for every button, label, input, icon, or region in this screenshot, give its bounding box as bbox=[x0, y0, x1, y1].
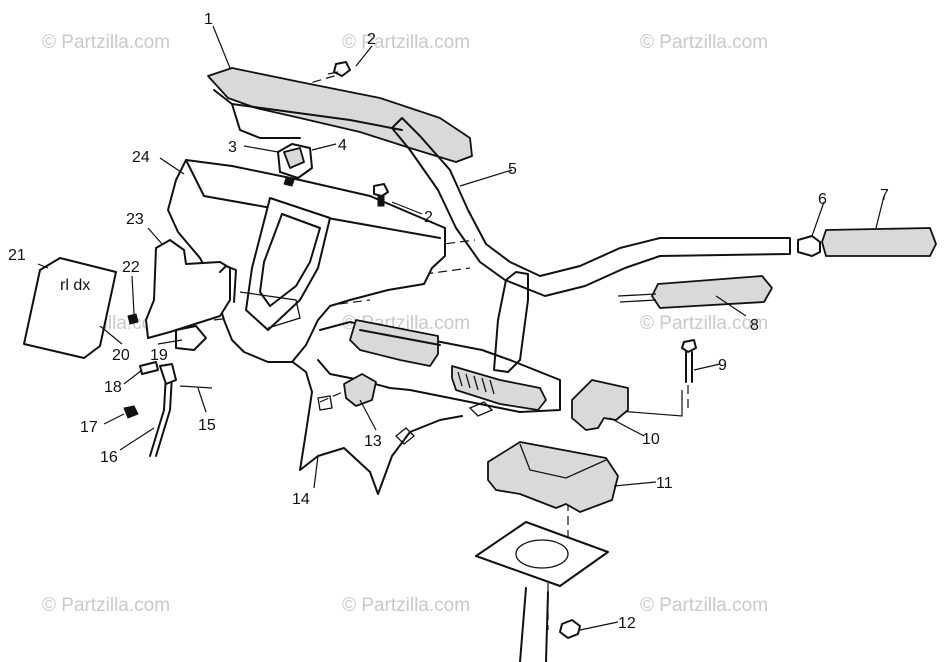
bracket-clip bbox=[175, 325, 207, 351]
callout-18: 18 bbox=[104, 379, 122, 396]
callout-21: 21 bbox=[8, 247, 26, 264]
callout-11: 11 bbox=[656, 475, 673, 492]
headlight-cover bbox=[207, 67, 473, 163]
callout-20: 20 bbox=[112, 347, 130, 364]
callout-12: 12 bbox=[618, 615, 636, 632]
light-switch bbox=[277, 143, 313, 187]
watermark: © Partzilla.com bbox=[640, 32, 768, 53]
callout-1: 1 bbox=[204, 11, 213, 28]
callout-13: 13 bbox=[364, 433, 382, 450]
choke-cable bbox=[149, 373, 173, 457]
watermark: © Partzilla.com bbox=[640, 595, 768, 616]
callout-22: 22 bbox=[122, 259, 140, 276]
watermark: © Partzilla.com bbox=[640, 313, 768, 334]
callout-8: 8 bbox=[750, 317, 759, 334]
callout-6: 6 bbox=[818, 191, 827, 208]
callout-16: 16 bbox=[100, 449, 118, 466]
pin bbox=[139, 361, 159, 375]
callout-2b: 2 bbox=[424, 209, 433, 226]
bar-center-knurl bbox=[451, 365, 547, 411]
callout-19: 19 bbox=[150, 347, 168, 364]
callout-23: 23 bbox=[126, 211, 144, 228]
watermark: © Partzilla.com bbox=[342, 32, 470, 53]
watermark: © Partzilla.com bbox=[42, 595, 170, 616]
callout-2: 2 bbox=[367, 31, 376, 48]
callout-17: 17 bbox=[80, 419, 98, 436]
steering-post bbox=[519, 587, 549, 662]
callout-3: 3 bbox=[228, 139, 237, 156]
cab-opening bbox=[245, 197, 331, 331]
callout-7: 7 bbox=[880, 187, 889, 204]
callout-24: 24 bbox=[132, 149, 150, 166]
screw bbox=[179, 385, 213, 389]
callout-5: 5 bbox=[508, 161, 517, 178]
headlight-bulb bbox=[317, 373, 377, 411]
lower-clamp bbox=[487, 441, 619, 513]
bolts bbox=[327, 61, 389, 207]
mount-bracket bbox=[145, 239, 231, 339]
watermark: © Partzilla.com bbox=[42, 32, 170, 53]
bracket-screw bbox=[127, 313, 139, 325]
leader-lines bbox=[37, 25, 885, 631]
upper-clamp bbox=[571, 379, 629, 431]
id-plate bbox=[23, 257, 117, 359]
callout-9: 9 bbox=[718, 357, 727, 374]
left-grip bbox=[651, 275, 773, 309]
handlebar bbox=[391, 117, 791, 373]
cable-nut bbox=[123, 405, 139, 419]
plate-text: rl dx bbox=[60, 277, 90, 294]
right-grip bbox=[821, 227, 937, 257]
steering-plate bbox=[475, 521, 609, 587]
callout-4: 4 bbox=[338, 137, 347, 154]
clamp-bolt bbox=[681, 339, 697, 383]
callout-14: 14 bbox=[292, 491, 310, 508]
bar-end-plug bbox=[797, 235, 821, 257]
watermark: © Partzilla.com bbox=[342, 595, 470, 616]
callout-10: 10 bbox=[642, 431, 660, 448]
callouts: 1 2 2 3 4 5 6 7 8 9 10 11 12 13 14 15 16… bbox=[8, 11, 889, 632]
callout-15: 15 bbox=[198, 417, 216, 434]
steering-nut bbox=[559, 619, 581, 639]
